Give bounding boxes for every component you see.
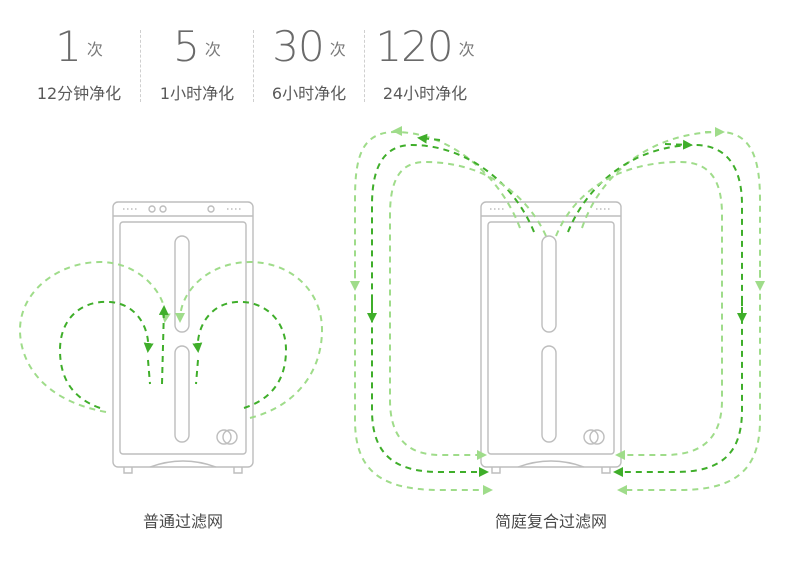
stat-divider — [140, 30, 141, 102]
ordinary-purifier — [112, 201, 254, 474]
stat-divider — [253, 30, 254, 102]
composite-purifier — [480, 201, 622, 474]
composite-airflow — [350, 126, 765, 495]
stat-value: 5 — [173, 22, 200, 71]
stat-3: 30 次 6小时净化 — [255, 0, 363, 110]
stat-unit: 次 — [86, 40, 103, 59]
stat-label: 6小时净化 — [271, 84, 347, 103]
stat-value: 1 — [55, 22, 82, 71]
stat-label: 24小时净化 — [382, 84, 468, 103]
stat-divider — [364, 30, 365, 102]
stat-value: 120 — [375, 22, 453, 71]
stat-4: 120 次 24小时净化 — [362, 0, 488, 110]
stat-unit: 次 — [204, 40, 221, 59]
stat-unit: 次 — [329, 40, 346, 59]
stat-label: 12分钟净化 — [36, 84, 122, 103]
stat-value: 30 — [272, 22, 324, 71]
stat-unit: 次 — [458, 40, 475, 59]
caption-ordinary-filter: 普通过滤网 — [142, 512, 223, 531]
caption-composite-filter: 简庭复合过滤网 — [494, 512, 607, 531]
ordinary-airflow — [18, 260, 324, 419]
stat-label: 1小时净化 — [159, 84, 235, 103]
